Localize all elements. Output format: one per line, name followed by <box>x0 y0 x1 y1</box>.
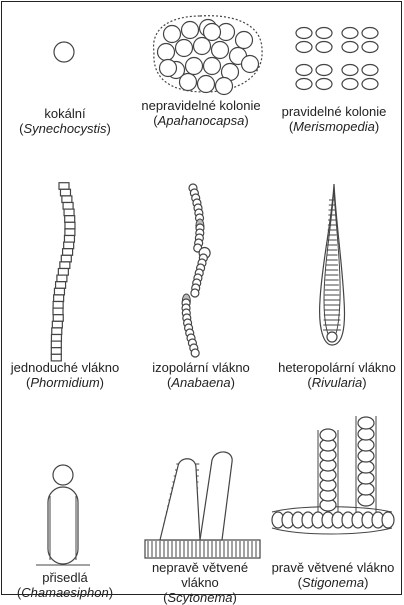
scytonema-filament-icon <box>145 452 260 558</box>
form-name: pravě větvené vlákno <box>268 560 398 575</box>
phormidium-filament-icon <box>51 183 75 361</box>
form-name: pravidelné kolonie <box>274 104 394 119</box>
genus-name: Scytonema <box>167 590 232 605</box>
stigonema-filament-icon <box>272 416 394 534</box>
rivularia-filament-icon <box>320 184 345 345</box>
chamaesiphon-cell-icon <box>36 465 90 565</box>
caption-cell-7: přisedlá (Chamaesiphon) <box>0 570 130 600</box>
genus-name: Anabaena <box>171 375 230 390</box>
genus-name: Stigonema <box>302 575 364 590</box>
caption-cell-5: izopolární vlákno (Anabaena) <box>136 360 266 390</box>
caption-cell-1: kokální (Synechocystis) <box>0 106 130 136</box>
form-name: izopolární vlákno <box>136 360 266 375</box>
form-name: přisedlá <box>0 570 130 585</box>
genus-name: Chamaesiphon <box>21 585 108 600</box>
caption-cell-8: nepravě větvené vlákno (Scytonema) <box>134 560 266 605</box>
genus-name: Merismopedia <box>293 119 375 134</box>
form-name: heteropolární vlákno <box>272 360 402 375</box>
form-name: jednoduché vlákno <box>0 360 130 375</box>
caption-cell-3: pravidelné kolonie (Merismopedia) <box>274 104 394 134</box>
form-name: kokální <box>0 106 130 121</box>
aphanocapsa-colony-icon <box>154 16 263 95</box>
anabaena-filament-icon <box>182 184 210 357</box>
form-name: nepravě větvené vlákno <box>134 560 266 590</box>
caption-cell-9: pravě větvené vlákno (Stigonema) <box>268 560 398 590</box>
form-name: nepravidelné kolonie <box>141 98 261 113</box>
caption-cell-2: nepravidelné kolonie (Apahanocapsa) <box>141 98 261 128</box>
genus-name: Rivularia <box>312 375 363 390</box>
caption-cell-6: heteropolární vlákno (Rivularia) <box>272 360 402 390</box>
caption-cell-4: jednoduché vlákno (Phormidium) <box>0 360 130 390</box>
synechocystis-cell-icon <box>54 42 74 62</box>
genus-name: Apahanocapsa <box>158 113 245 128</box>
genus-name: Phormidium <box>30 375 99 390</box>
merismopedia-colony-icon <box>296 28 378 90</box>
genus-name: Synechocystis <box>23 121 106 136</box>
